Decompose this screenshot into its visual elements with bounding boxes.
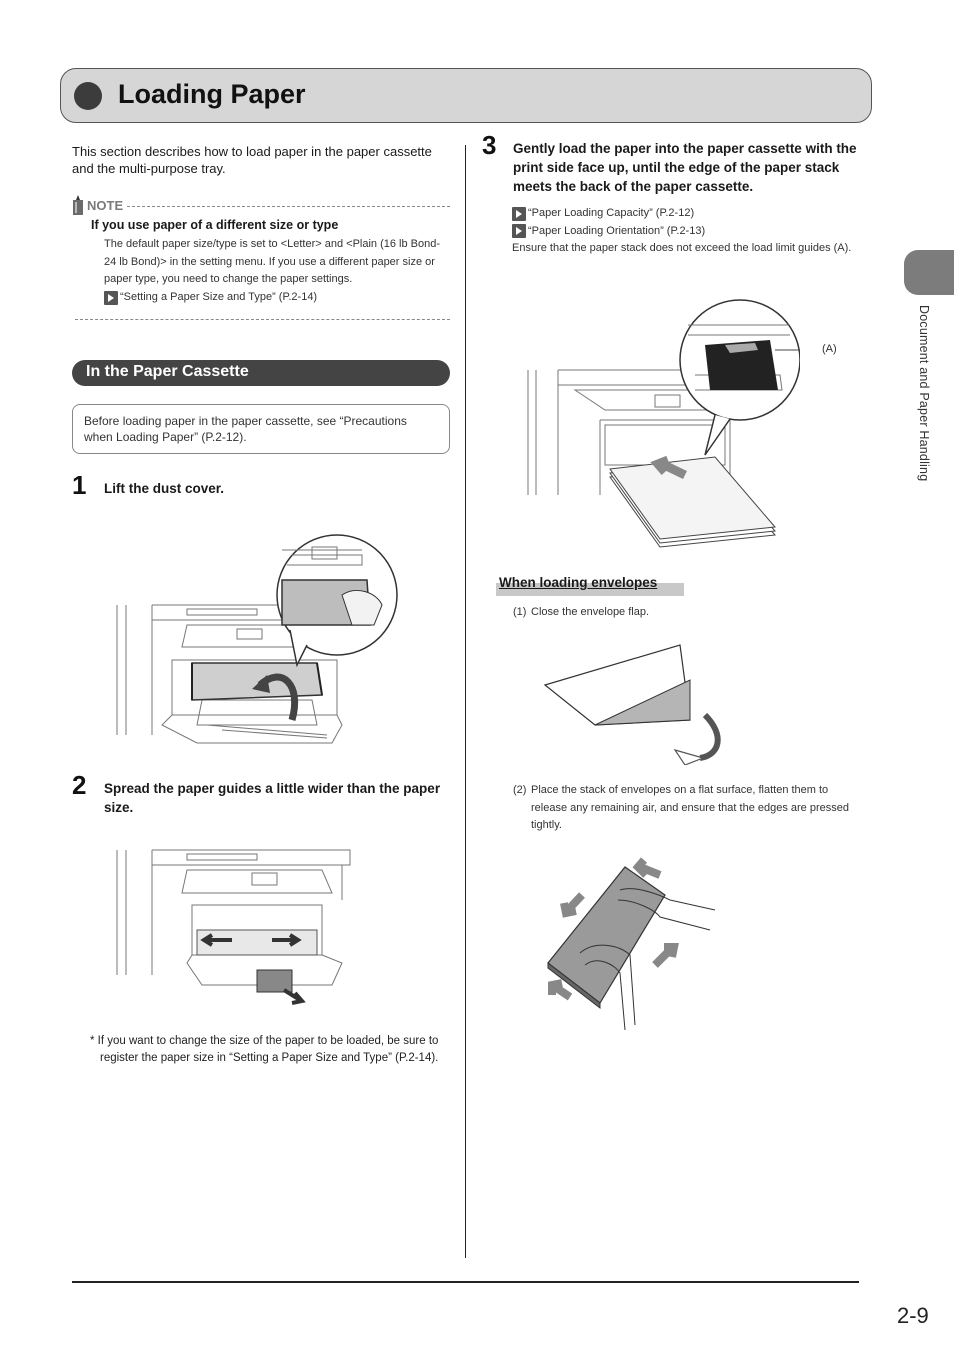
ref-link-capacity-text[interactable]: “Paper Loading Capacity” (P.2-12) (528, 207, 695, 219)
column-divider (465, 145, 466, 1258)
envelope-step-2-text: Place the stack of envelopes on a flat s… (531, 784, 849, 831)
step-2-footnote: * If you want to change the size of the … (90, 1035, 439, 1064)
link-arrow-icon (512, 206, 526, 221)
title-bullet-icon (74, 82, 102, 110)
flatten-envelopes-illustration (547, 857, 716, 1031)
note-box: NOTE If you use paper of a different siz… (72, 190, 452, 322)
note-link-text[interactable]: “Setting a Paper Size and Type” (P.2-14) (120, 290, 318, 303)
intro-text: This section describes how to load paper… (72, 144, 432, 176)
ref-note-text: Ensure that the paper stack does not exc… (512, 242, 852, 254)
envelope-heading-underlay (496, 583, 684, 596)
step-3-number: 3 (482, 130, 497, 160)
step-3-references: “Paper Loading Capacity” (P.2-12) “Paper… (512, 205, 862, 258)
pencil-icon (73, 195, 83, 215)
note-header: NOTE (72, 195, 450, 215)
note-body-text: The default paper size/type is set to <L… (104, 238, 441, 286)
chapter-tab-label: Document and Paper Handling (917, 305, 931, 482)
load-paper-illustration (527, 299, 800, 548)
envelope-step-2-number: (2) (513, 784, 527, 796)
step-1-text: Lift the dust cover. (104, 481, 225, 496)
note-divider-bottom (75, 319, 450, 320)
envelope-step-1-number: (1) (513, 606, 527, 618)
envelope-heading-text: When loading envelopes (499, 575, 658, 590)
step-2-text: Spread the paper guides a little wider t… (104, 781, 441, 815)
step-3-text: Gently load the paper into the paper cas… (513, 141, 857, 194)
section-heading-bar: In the Paper Cassette (72, 360, 450, 386)
load-limit-callout: (A) (822, 343, 837, 355)
note-divider (127, 205, 450, 207)
lift-dust-cover-illustration (116, 534, 398, 744)
page-title: Loading Paper (118, 79, 306, 109)
page-number: 2-9 (897, 1303, 929, 1328)
step-2-number: 2 (72, 770, 87, 800)
note-body: The default paper size/type is set to <L… (104, 236, 450, 306)
envelope-step-1-text: Close the envelope flap. (531, 606, 650, 618)
ref-link-capacity[interactable]: “Paper Loading Capacity” (P.2-12) (512, 205, 862, 223)
link-arrow-icon (104, 290, 118, 305)
section-heading: In the Paper Cassette (86, 363, 249, 380)
ref-link-orientation-text[interactable]: “Paper Loading Orientation” (P.2-13) (528, 224, 706, 237)
note-link[interactable]: “Setting a Paper Size and Type” (P.2-14) (104, 289, 450, 307)
precaution-box: Before loading paper in the paper casset… (72, 404, 450, 454)
note-subheading: If you use paper of a different size or … (91, 218, 339, 232)
ref-link-orientation[interactable]: “Paper Loading Orientation” (P.2-13) (512, 223, 862, 241)
step-1-number: 1 (72, 470, 87, 500)
chapter-tab (904, 250, 954, 295)
close-envelope-flap-illustration (543, 644, 721, 765)
footer-rule (72, 1281, 859, 1283)
note-label: NOTE (87, 197, 124, 213)
paper-guides-illustration (116, 849, 351, 1005)
link-arrow-icon (512, 224, 526, 239)
title-bar: Loading Paper (60, 68, 872, 123)
